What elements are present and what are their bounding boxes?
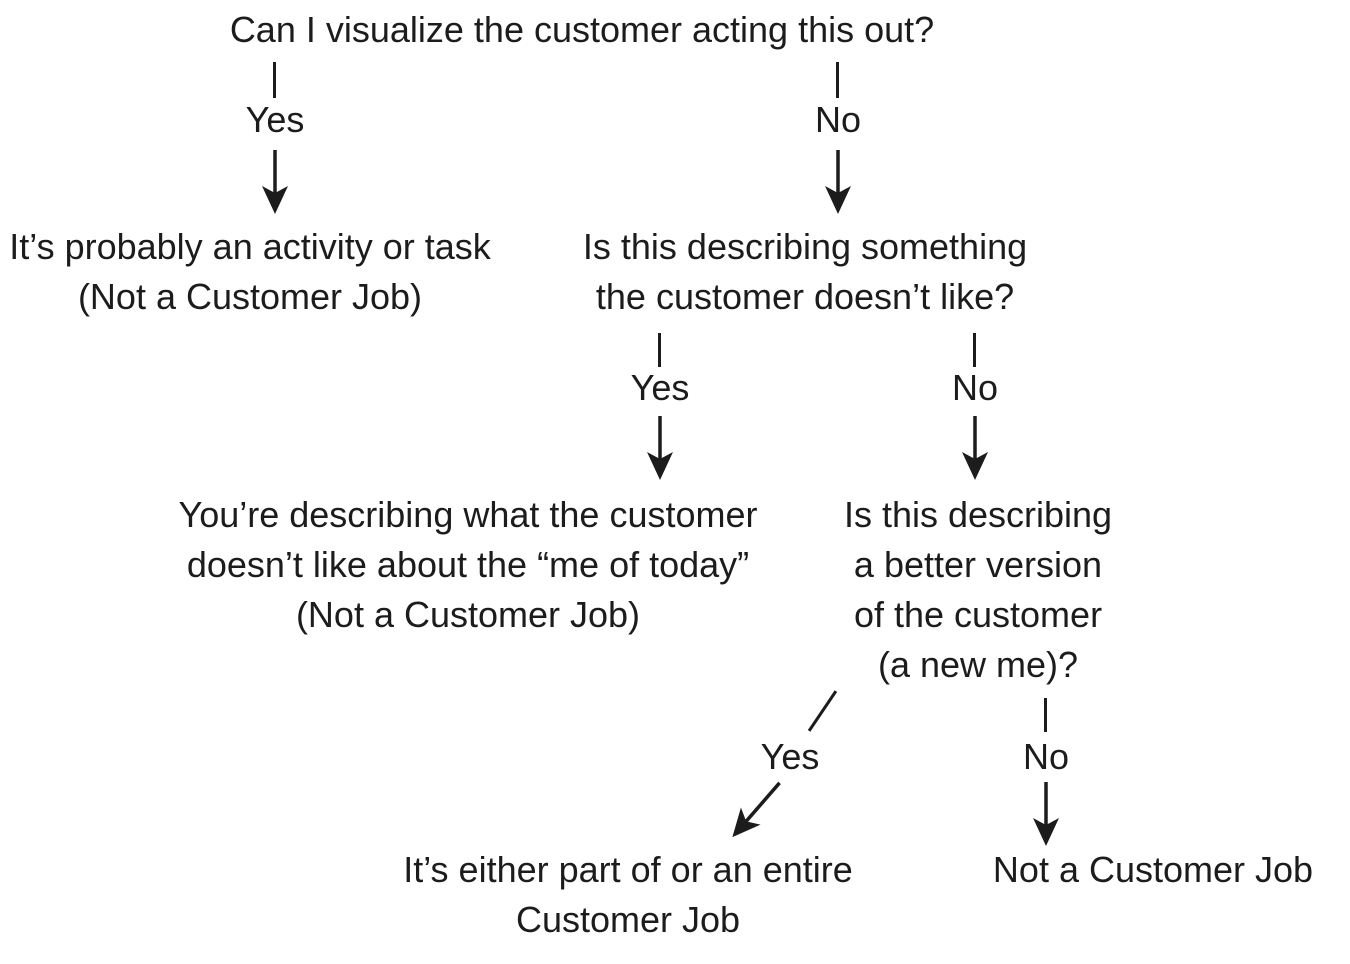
arrow-down-icon <box>962 416 988 480</box>
connector-line <box>1044 698 1047 732</box>
connector-line <box>973 333 976 367</box>
question-something-customer-doesnt-like: Is this describing something the custome… <box>582 226 1028 317</box>
yes-label: Yes <box>630 367 690 408</box>
outcome-activity-or-task: It’s probably an activity or task (Not a… <box>9 226 491 317</box>
connector-line <box>836 62 839 98</box>
no-label: No <box>951 367 999 408</box>
connector-line <box>658 333 661 367</box>
outcome-me-of-today: You’re describing what the customer does… <box>178 494 758 635</box>
outcome-customer-job: It’s either part of or an entire Custome… <box>403 849 853 940</box>
no-label: No <box>814 99 862 140</box>
no-label: No <box>1022 736 1070 777</box>
arrow-down-icon <box>1033 782 1059 846</box>
question-better-version-new-me: Is this describing a better version of t… <box>843 494 1113 685</box>
arrow-down-icon <box>647 416 673 480</box>
question-visualize-acting-out: Can I visualize the customer acting this… <box>229 9 935 50</box>
yes-label: Yes <box>245 99 305 140</box>
arrow-down-icon <box>825 150 851 214</box>
connector-line <box>807 690 838 732</box>
arrow-down-icon <box>262 150 288 214</box>
connector-line <box>273 62 276 98</box>
outcome-not-customer-job: Not a Customer Job <box>992 849 1314 890</box>
arrow-down-left-icon <box>732 781 781 838</box>
yes-label: Yes <box>760 736 820 777</box>
